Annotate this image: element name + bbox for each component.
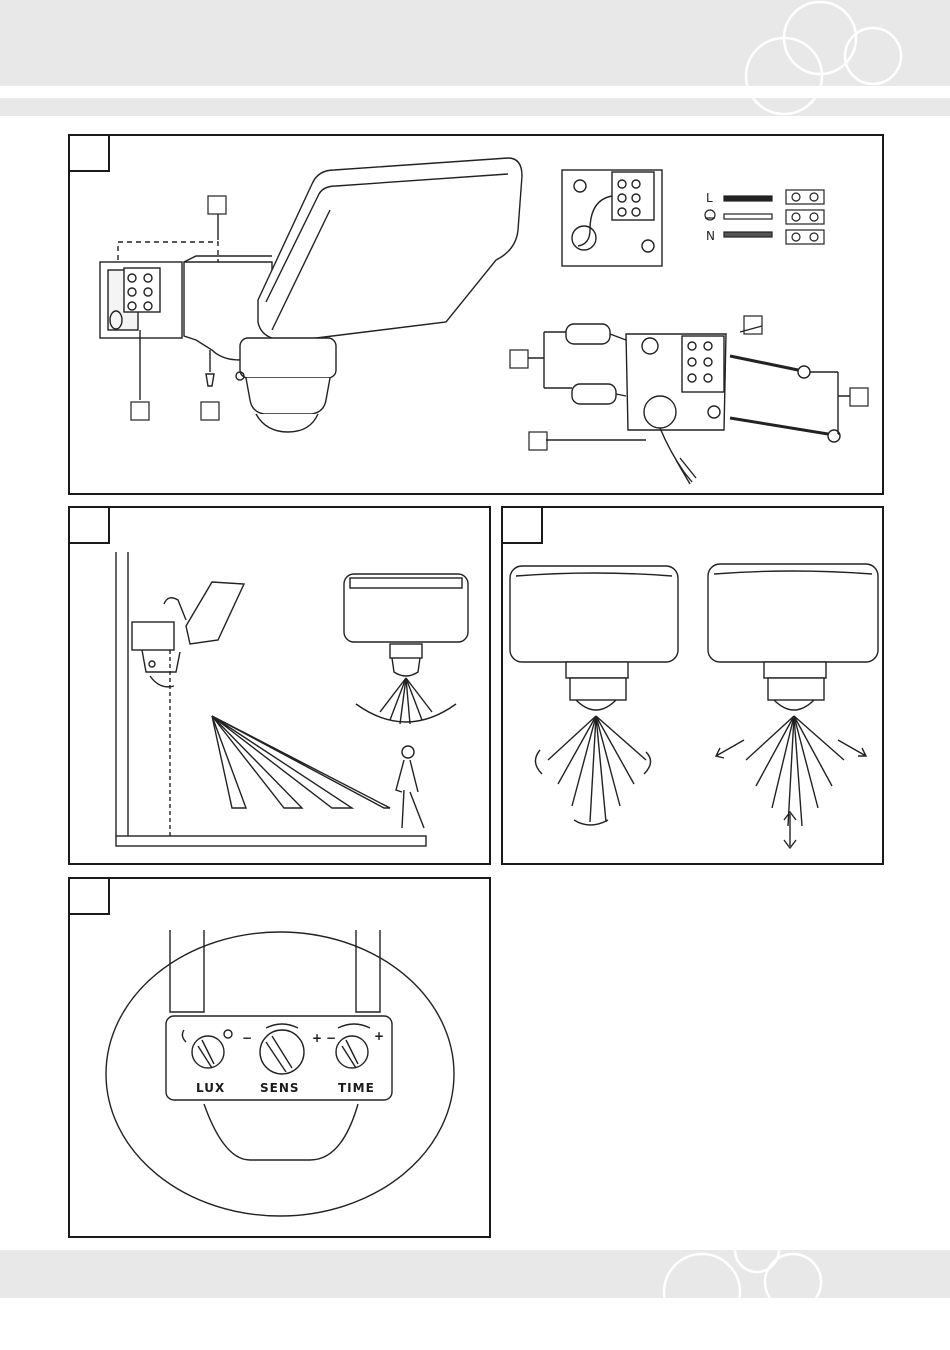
minus-label: − <box>242 1031 253 1045</box>
plus-label: + <box>312 1031 323 1045</box>
plus-label: + <box>374 1029 385 1043</box>
sens-label: SENS <box>260 1081 300 1095</box>
minus-label: − <box>326 1031 337 1045</box>
time-label: TIME <box>338 1081 375 1095</box>
lux-label: LUX <box>196 1081 225 1095</box>
